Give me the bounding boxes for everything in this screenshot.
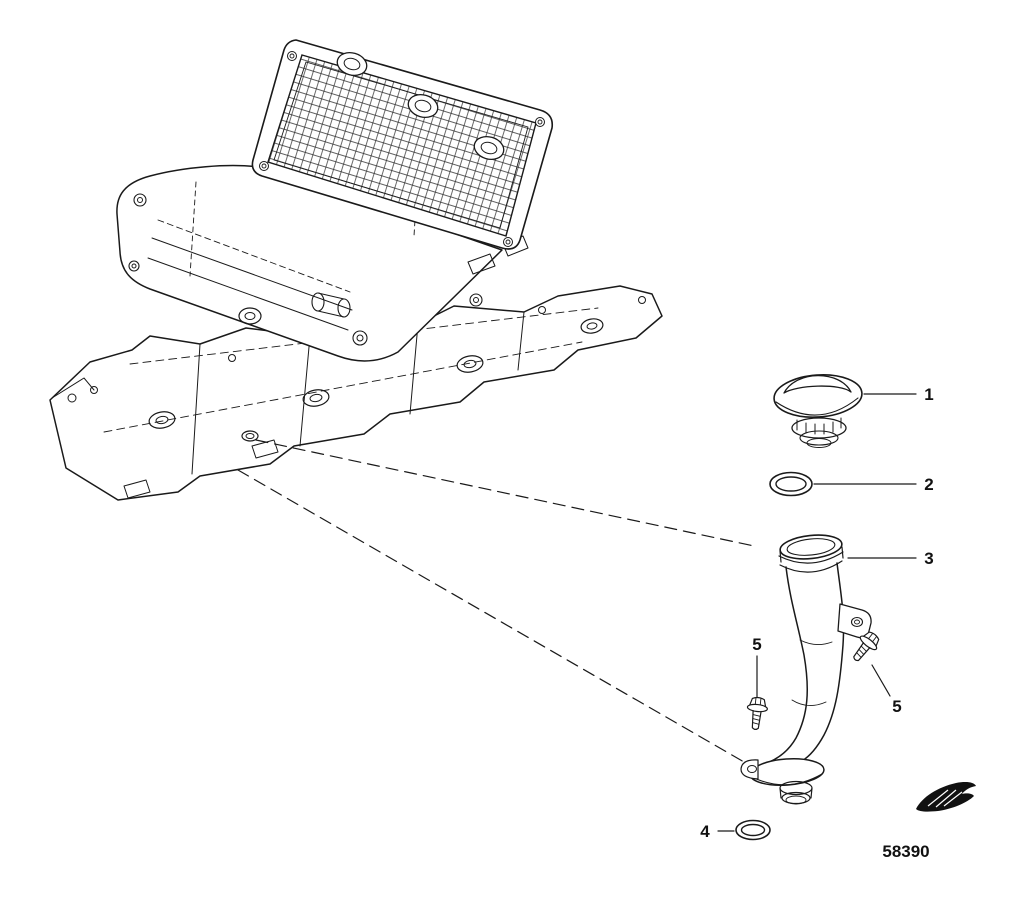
plenum-hidden-rib: [157, 219, 351, 293]
cap-thread-end: [806, 438, 832, 448]
plenum-bosses: [128, 193, 483, 346]
o-ring-lower: [735, 819, 771, 841]
flange-step-lines: [191, 311, 525, 475]
cover-corner-screws: [259, 51, 545, 247]
plenum-rib-line-1: [151, 237, 353, 311]
plenum-body-outline: [116, 164, 503, 362]
tube-mount-bracket: [837, 603, 872, 639]
cap-rib-ring: [791, 417, 847, 439]
o-ring-upper: [769, 471, 813, 497]
tube-mouth: [779, 534, 843, 560]
flange-outline: [49, 285, 663, 501]
assembly-dashed-line-lower: [237, 469, 745, 763]
callout-5-side-leader: [871, 664, 891, 697]
drawing-number: 58390: [882, 842, 929, 861]
tube-collar: [778, 546, 844, 573]
flange-ear: [740, 759, 759, 780]
bolt-front: [746, 696, 768, 731]
plenum-clip-1: [467, 253, 496, 275]
cap-rib-ticks: [796, 417, 842, 435]
mercury-logo-icon: [916, 782, 976, 812]
plenum-rib-line-2: [147, 257, 349, 331]
tube-base-flange: [740, 758, 825, 786]
intake-plenum-body: [116, 139, 529, 362]
plenum-hidden-edge-1: [189, 181, 197, 277]
oil-fill-tube: [740, 534, 872, 805]
callout-5-side-label: 5: [892, 697, 901, 716]
callout-3-label: 3: [924, 549, 933, 568]
flange-hidden-edge-2: [103, 341, 583, 433]
flange-port-boss-3: [456, 355, 484, 373]
cap-thread-skirt: [799, 430, 839, 446]
tube-crease-lines: [791, 639, 833, 706]
tube-spigot: [779, 780, 813, 805]
flange-port-boss-4: [580, 318, 604, 334]
intake-manifold-flange: [49, 285, 663, 501]
flange-port-boss-2: [302, 389, 330, 407]
cover-port-3: [473, 135, 505, 161]
callout-5-front-label: 5: [752, 635, 761, 654]
bolt-side: [853, 631, 880, 662]
cover-mesh-inner-border: [273, 61, 529, 229]
plenum-cover: [251, 39, 554, 250]
tube-neck-right-edge: [801, 562, 845, 762]
callout-2-label: 2: [924, 475, 933, 494]
tube-neck-left-edge: [763, 566, 808, 765]
flange-left-tip-detail: [51, 377, 95, 399]
oil-fill-cap: [773, 374, 863, 448]
callout-1-label: 1: [924, 385, 933, 404]
flange-port-boss-1: [148, 411, 176, 429]
callout-4-label: 4: [700, 822, 710, 841]
flange-tab-2: [123, 479, 151, 499]
throttle-boss: [238, 292, 351, 325]
cover-mesh-grid: [267, 54, 537, 237]
cap-dome-edge: [775, 397, 859, 416]
cover-port-2: [407, 93, 439, 119]
cover-port-1: [336, 51, 368, 77]
cap-grip-tab: [783, 374, 852, 394]
assembly-dashed-line-upper: [255, 439, 755, 547]
oil-fill-port-boss: [241, 430, 259, 442]
